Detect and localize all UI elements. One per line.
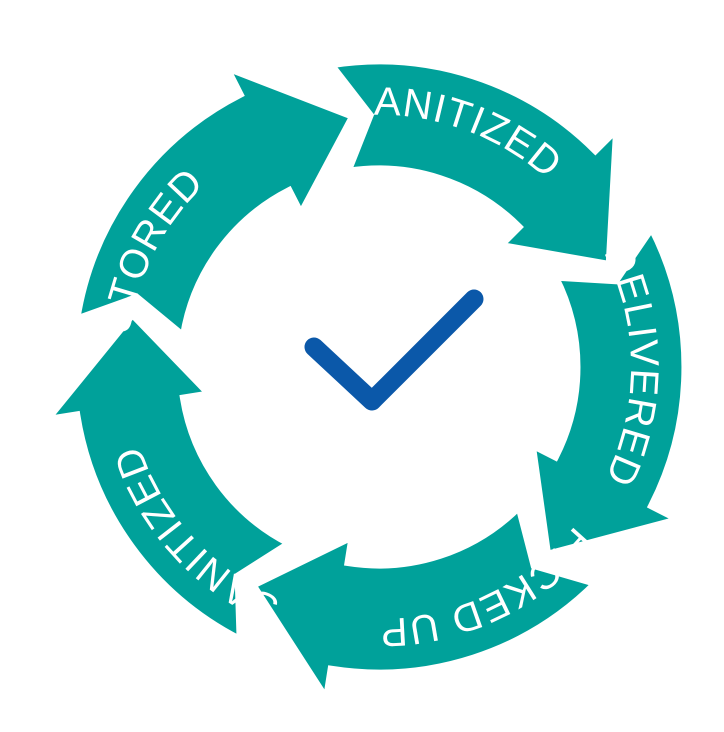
arrow-picked-up bbox=[247, 500, 603, 709]
cycle-arrows bbox=[38, 57, 689, 709]
arrow-sanitized-bottom bbox=[38, 309, 297, 646]
arrow-delivered bbox=[527, 221, 689, 559]
arrow-sanitized-top bbox=[324, 57, 621, 269]
checkmark-icon bbox=[304, 289, 484, 411]
arrow-stored bbox=[72, 61, 358, 343]
